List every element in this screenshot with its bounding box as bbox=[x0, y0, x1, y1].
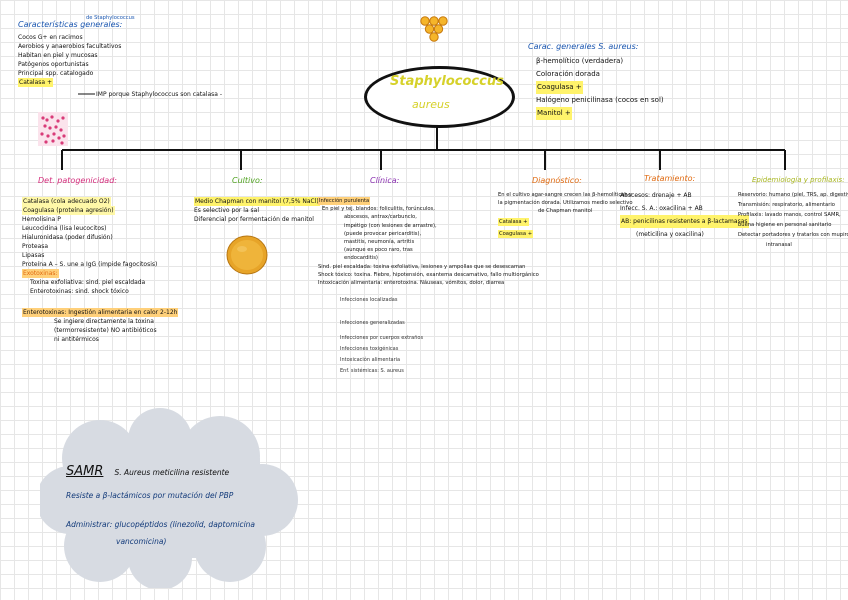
tratamiento-item: Abscesos: drenaje + AB bbox=[620, 189, 749, 202]
title-line-2: aureus bbox=[412, 98, 450, 111]
clinica-sub-item: Enf. sistémicas: S. aureus bbox=[340, 366, 539, 377]
branch-cultivo: Cultivo: Medio Chapman con manitol (7,5%… bbox=[194, 176, 320, 224]
aureus-general-item: Coagulasa + bbox=[536, 81, 583, 94]
samr-line-4: vancomicina) bbox=[116, 537, 255, 546]
tratamiento-item: AB: penicilinas resistentes a β-lactamas… bbox=[620, 215, 749, 228]
samr-line-3: Administrar: glucopéptidos (linezolid, d… bbox=[66, 520, 255, 529]
patogenicidad-item: Coagulasa (proteína agresión) bbox=[22, 206, 115, 215]
cultivo-item: Diferencial por fermentación de manitol bbox=[194, 215, 320, 224]
epidemiologia-item: Reservorio: humano (piel, TRS, ap. diges… bbox=[738, 190, 848, 200]
patogenicidad-item: Enterotoxinas: sind. shock tóxico bbox=[30, 287, 178, 296]
patogenicidad-item: Se ingiere directamente la toxina bbox=[54, 317, 178, 326]
aureus-general-heading: Carac. generales S. aureus: bbox=[528, 42, 664, 51]
patogenicidad-item: Leucocidina (lisa leucocitos) bbox=[22, 224, 178, 233]
clinica-item: Intoxicación alimentaria: enterotoxina. … bbox=[318, 279, 539, 287]
patogenicidad-item: Proteína A – S. une a IgG (impide fagoci… bbox=[22, 260, 178, 269]
epidemiologia-heading: Epidemiología y profilaxis: bbox=[752, 176, 848, 184]
aureus-general-list: β-hemolítico (verdadera) Coloración dora… bbox=[536, 55, 664, 120]
epidemiologia-item: Profilaxis: lavado manos, control SAMR, bbox=[738, 210, 848, 220]
samr-content: SAMR S. Aureus meticilina resistente Res… bbox=[66, 460, 255, 546]
tratamiento-list: Abscesos: drenaje + AB Infecc. S. A.: ox… bbox=[620, 189, 749, 241]
branch-epidemiologia: Epidemiología y profilaxis: Reservorio: … bbox=[738, 176, 848, 250]
tratamiento-heading: Tratamiento: bbox=[644, 174, 749, 183]
samr-line-2: Resiste a β-lactámicos por mutación del … bbox=[66, 491, 255, 500]
microscopy-image bbox=[38, 112, 68, 146]
patogenicidad-item: Lipasas bbox=[22, 251, 178, 260]
patogenicidad-item: Proteasa bbox=[22, 242, 178, 251]
diagnostico-heading: Diagnóstico: bbox=[532, 176, 633, 185]
general-note: de Staphylococcus bbox=[86, 14, 135, 22]
clinica-sub-item: Infecciones toxigénicas bbox=[340, 344, 539, 355]
branch-patogenicidad: Det. patogenicidad: Catalasa (cola adecu… bbox=[22, 176, 178, 344]
clinica-item: (aunque es poco raro, tras bbox=[344, 246, 539, 254]
enterotoxinas-list: Enterotoxinas: Ingestión alimentaria en … bbox=[22, 308, 178, 344]
patogenicidad-item: Catalasa (cola adecuado O2) bbox=[22, 197, 111, 206]
samr-definition: S. Aureus meticilina resistente bbox=[115, 468, 230, 477]
patogenicidad-item: ni antitérmicos bbox=[54, 335, 178, 344]
aureus-general-item: β-hemolítico (verdadera) bbox=[536, 55, 664, 68]
epidemiologia-item: buena higiene en personal sanitario bbox=[738, 220, 848, 230]
title-line-1: Staphylococcus bbox=[390, 74, 504, 89]
clinica-item: Sind. piel escaldada: toxina exfoliativa… bbox=[318, 263, 539, 271]
general-item: Cocos G+ en racimos bbox=[18, 33, 122, 42]
aureus-general-item: Manitol + bbox=[536, 107, 572, 120]
patogenicidad-list: Catalasa (cola adecuado O2) Coagulasa (p… bbox=[22, 197, 178, 296]
general-section: Características generales: de Staphyloco… bbox=[18, 20, 122, 87]
cultivo-list: Medio Chapman con manitol (7,5% NaCl) Es… bbox=[194, 197, 320, 224]
diagnostico-item: Coagulasa + bbox=[498, 230, 533, 238]
general-item: Principal spp. catalogado bbox=[18, 69, 122, 78]
diagnostico-item: la pigmentación dorada. Utilizamos medio… bbox=[498, 199, 633, 207]
patogenicidad-item: Hialuronidasa (poder difusión) bbox=[22, 233, 178, 242]
general-item: Habitan en piel y mucosas bbox=[18, 51, 122, 60]
clinica-item: endocarditis) bbox=[344, 254, 539, 262]
epidemiologia-list: Reservorio: humano (piel, TRS, ap. diges… bbox=[738, 190, 848, 250]
tratamiento-item: (meticilina y oxacilina) bbox=[636, 228, 749, 241]
tratamiento-item: Infecc. S. A.: oxacilina + AB bbox=[620, 202, 749, 215]
patogenicidad-item: Toxina exfoliativa: sind. piel escaldada bbox=[30, 278, 178, 287]
general-item: Aerobios y anaerobios facultativos bbox=[18, 42, 122, 51]
patogenicidad-item: Exotoxinas: bbox=[22, 269, 59, 278]
cultivo-heading: Cultivo: bbox=[232, 176, 320, 185]
general-item: Catalasa + bbox=[18, 78, 53, 87]
clinica-sub-item: Intoxicación alimentaria bbox=[340, 355, 539, 366]
cultivo-item: Medio Chapman con manitol (7,5% NaCl) bbox=[194, 197, 320, 206]
clinica-sublist: Infecciones localizadas Infecciones gene… bbox=[340, 295, 539, 377]
branch-tratamiento: Tratamiento: Abscesos: drenaje + AB Infe… bbox=[620, 174, 749, 241]
clinica-item: mastitis, neumonía, artritis bbox=[344, 238, 539, 246]
clinica-item: Infección purulenta bbox=[318, 197, 370, 205]
general-item: Patógenos oportunistas bbox=[18, 60, 122, 69]
branch-diagnostico: Diagnóstico: En el cultivo agar-sangre c… bbox=[498, 176, 633, 238]
diagnostico-item: En el cultivo agar-sangre crecen las β-h… bbox=[498, 191, 633, 199]
patogenicidad-item: (termorresistente) NO antibióticos bbox=[54, 326, 178, 335]
aureus-general-section: Carac. generales S. aureus: β-hemolítico… bbox=[528, 42, 664, 120]
aureus-general-item: Coloración dorada bbox=[536, 68, 664, 81]
cultivo-item: Es selectivo por la sal bbox=[194, 206, 320, 215]
epidemiologia-item: Transmisión: respiratorio, alimentario bbox=[738, 200, 848, 210]
epidemiologia-item: Detectar portadores y tratarlos con mupi… bbox=[738, 230, 848, 240]
aureus-general-item: Halógeno penicilinasa (cocos en sol) bbox=[536, 94, 664, 107]
epidemiologia-item: intranasal bbox=[766, 240, 848, 250]
patogenicidad-item: Hemolisina P bbox=[22, 215, 178, 224]
clinica-item: Shock tóxico: toxina. Fiebre, hipotensió… bbox=[318, 271, 539, 279]
diagnostico-list: En el cultivo agar-sangre crecen las β-h… bbox=[498, 191, 633, 238]
clinica-sub-item: Infecciones por cuerpos extraños bbox=[340, 333, 539, 344]
samr-acronym: SAMR bbox=[66, 464, 103, 479]
patogenicidad-item: Enterotoxinas: Ingestión alimentaria en … bbox=[22, 308, 178, 317]
petri-dish-image bbox=[226, 235, 268, 275]
diagnostico-item: de Chapman manitol bbox=[538, 207, 633, 215]
clinica-sub-item: Infecciones localizadas bbox=[340, 295, 539, 306]
diagnostico-item: Catalasa + bbox=[498, 218, 529, 226]
patogenicidad-heading: Det. patogenicidad: bbox=[38, 176, 178, 185]
general-list: Cocos G+ en racimos Aerobios y anaerobio… bbox=[18, 33, 122, 87]
general-arrow-note: IMP porque Staphylococcus son catalasa - bbox=[96, 90, 222, 99]
clinica-sub-item: Infecciones generalizadas bbox=[340, 318, 539, 329]
